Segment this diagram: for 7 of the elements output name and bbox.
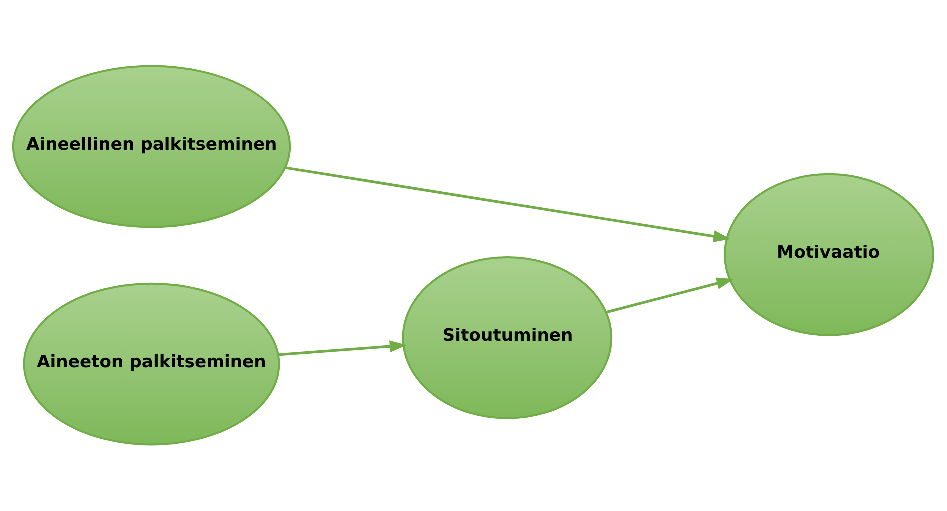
arrow [284,166,731,242]
node-ellipse: Aineellinen palkitseminen [12,65,292,228]
node-ellipse: Aineeton palkitseminen [23,282,280,446]
node-ellipse: Sitoutuminen [402,256,613,420]
arrow [278,340,408,356]
node-ellipse: Motivaatio [724,173,934,336]
arrow [606,278,734,314]
